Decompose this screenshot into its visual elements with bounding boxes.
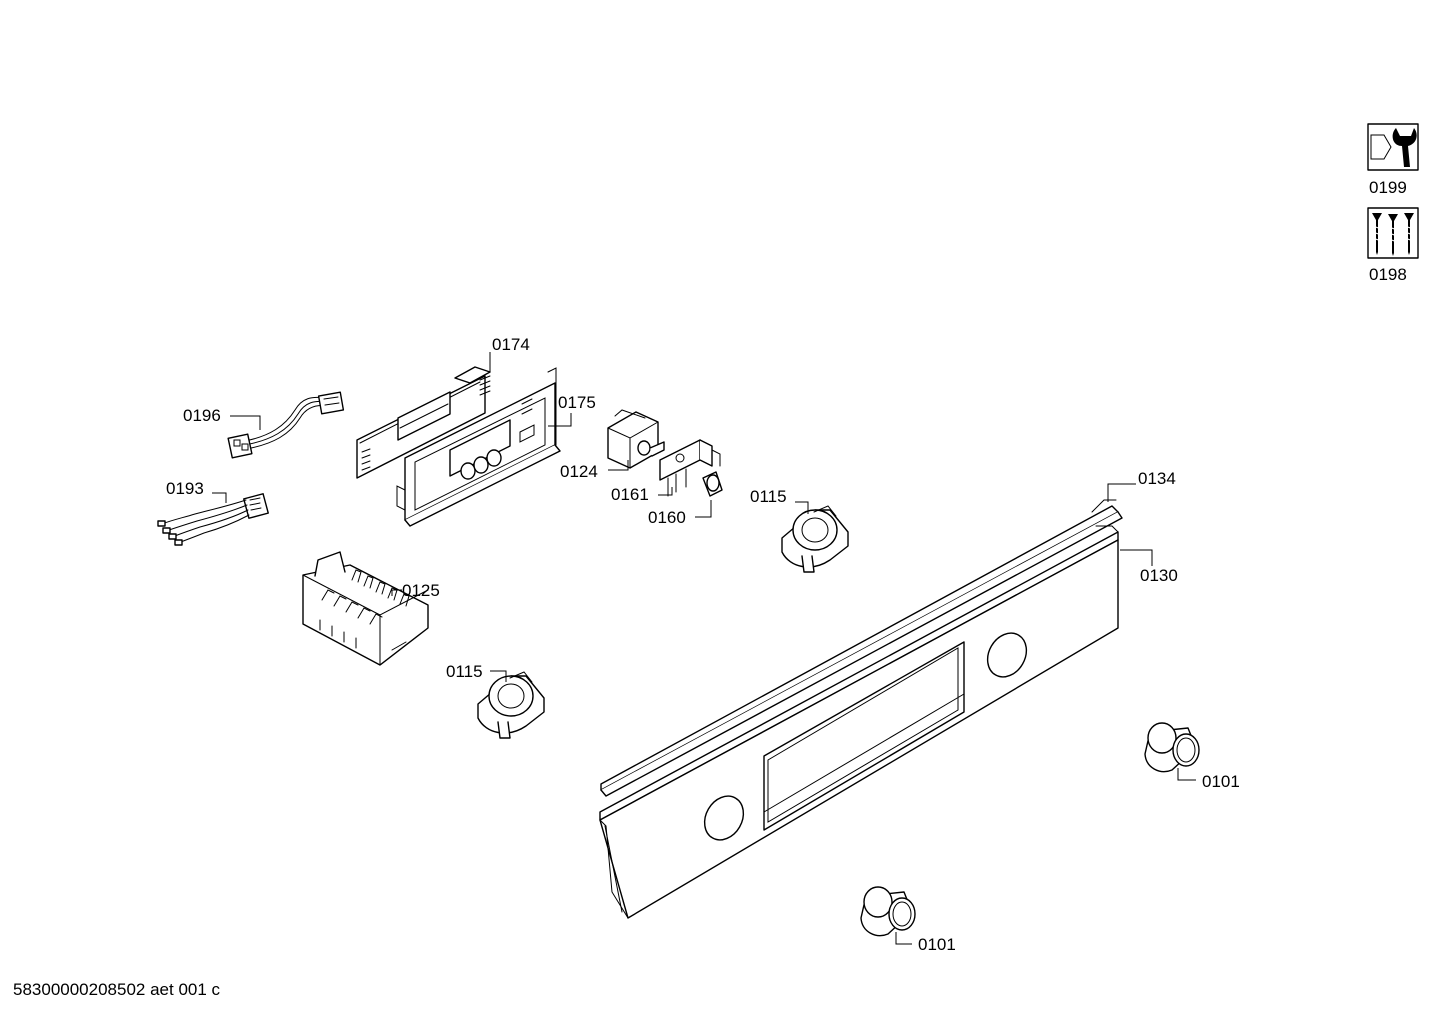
part-0193-wire-set[interactable] [157, 493, 269, 546]
part-0125-terminal-block[interactable] [302, 551, 429, 666]
label-0199: 0199 [1369, 178, 1407, 197]
label-0101-right: 0101 [1202, 772, 1240, 791]
label-0115-lower: 0115 [446, 662, 483, 681]
part-0115-knob-holder-upper[interactable] [781, 505, 849, 573]
screw-set-icon[interactable] [1367, 207, 1419, 259]
label-0101-bottom: 0101 [918, 935, 956, 954]
label-0125: 0125 [402, 581, 440, 600]
label-0124: 0124 [560, 462, 598, 481]
label-0115-upper: 0115 [750, 487, 787, 506]
part-0101-knob-bottom[interactable] [860, 886, 916, 937]
part-0134-trim-strip[interactable] [600, 499, 1123, 797]
label-0193: 0193 [166, 479, 204, 498]
drawing-code: 58300000208502 aet 001 c [13, 980, 221, 999]
label-0196: 0196 [183, 406, 221, 425]
label-0160: 0160 [648, 508, 686, 527]
part-0174-control-board[interactable] [356, 366, 491, 479]
label-0198: 0198 [1369, 265, 1407, 284]
label-0134: 0134 [1138, 469, 1176, 488]
part-0115-knob-holder-lower[interactable] [477, 671, 545, 739]
part-0196-cable-harness[interactable] [227, 391, 345, 459]
label-0175: 0175 [558, 393, 596, 412]
part-0160-indicator-lamp[interactable] [702, 471, 723, 497]
part-0124-selector-switch[interactable] [607, 409, 665, 469]
part-0130-control-panel[interactable] [599, 525, 1119, 919]
label-0161: 0161 [611, 485, 649, 504]
part-0175-display-frame[interactable] [396, 367, 561, 527]
wrench-nut-icon[interactable] [1367, 123, 1419, 171]
part-0101-knob-right[interactable] [1144, 722, 1200, 773]
label-0174: 0174 [492, 335, 530, 354]
label-0130: 0130 [1140, 566, 1178, 585]
part-0161-bracket[interactable] [659, 439, 721, 497]
